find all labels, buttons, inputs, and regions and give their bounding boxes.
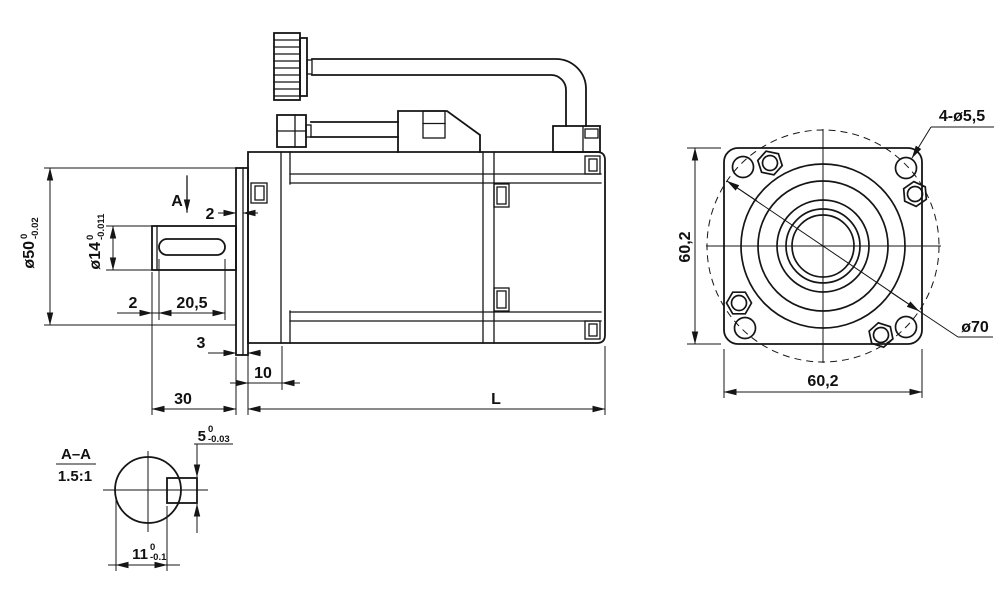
encoder-connector (273, 32, 313, 101)
mount-hole-bottom-right (894, 315, 918, 339)
shaft-section-circle (114, 456, 182, 524)
front-view: ø70 4-ø5,5 60,2 60,2 (677, 108, 994, 398)
key-width-tol-lower: -0.03 (208, 434, 230, 445)
screw-head-bottom-right (868, 321, 894, 349)
motor-body-outline (247, 151, 606, 344)
flat-height-tol-lower: -0.1 (150, 552, 167, 563)
key-section (166, 477, 198, 504)
keyway-slot (158, 238, 226, 256)
power-connector (276, 114, 312, 148)
flat-height-label: 11 0 -0.1 (132, 542, 167, 563)
section-arrow-label: A (171, 193, 183, 210)
flange-width-label: 60,2 (807, 373, 838, 390)
section-scale: 1.5:1 (58, 468, 92, 485)
key-width-label: 5 0 -0.03 (198, 424, 230, 445)
front-length-label: 10 (254, 365, 272, 382)
screw-head-top-left (756, 150, 784, 176)
pilot-circle (740, 163, 906, 329)
shaft-circle (791, 214, 855, 278)
key-width-value: 5 (198, 428, 206, 445)
pilot-diameter-value: ø50 (21, 241, 38, 269)
rear-tab-bottom (584, 320, 601, 340)
flange-square (723, 147, 923, 345)
mount-hole-bottom-left (733, 316, 757, 340)
body-length-label: L (491, 391, 501, 408)
section-title: A–A (61, 446, 91, 463)
joint-clip-bottom (493, 287, 510, 312)
flange-plate (235, 167, 249, 356)
pilot-diameter-label: ø50 0 -0.02 (19, 217, 41, 268)
pilot-diameter-tol-upper: 0 (19, 234, 30, 239)
section-view: A–A 1.5:1 5 0 -0.03 11 0 -0.1 (56, 424, 233, 571)
side-view-dimensions: ø50 0 -0.02 ø14 0 -0.011 A 2 2 20,5 (19, 167, 606, 415)
screw-head-top-right (902, 180, 928, 208)
flat-height-value: 11 (132, 546, 148, 563)
svg-text:60,2: 60,2 (677, 231, 694, 262)
pilot-length-label: 2 (206, 206, 215, 223)
joint-clip-top (493, 183, 510, 208)
side-view (151, 32, 606, 356)
outer-diameter-label: ø70 (961, 319, 989, 336)
flange-clip (250, 182, 268, 204)
shaft-diameter-tol-upper: 0 (85, 235, 96, 240)
rear-tab-top (584, 155, 601, 175)
shaft-diameter-tol-lower: -0.011 (96, 213, 107, 240)
mount-hole-top-right (894, 156, 918, 180)
screw-head-bottom-left (725, 291, 753, 315)
flange-thickness-label: 3 (197, 335, 206, 352)
flat-height-tol-upper: 0 (150, 542, 155, 553)
cable-gland (552, 125, 601, 153)
key-width-tol-upper: 0 (208, 424, 213, 435)
shaft-length-label: 30 (174, 391, 192, 408)
upper-cable (311, 58, 587, 127)
flange-height-label: 60,2 (677, 231, 694, 262)
junction-box (397, 110, 481, 153)
mount-hole-top-left (731, 155, 755, 179)
key-length-label: 20,5 (176, 295, 207, 312)
pilot-diameter-tol-lower: -0.02 (30, 217, 41, 239)
mount-holes-label: 4-ø5,5 (939, 108, 985, 125)
key-offset-label: 2 (129, 295, 138, 312)
shaft-diameter-value: ø14 (87, 242, 104, 270)
shaft-diameter-label: ø14 0 -0.011 (85, 213, 107, 270)
shaft-outline (151, 225, 237, 271)
